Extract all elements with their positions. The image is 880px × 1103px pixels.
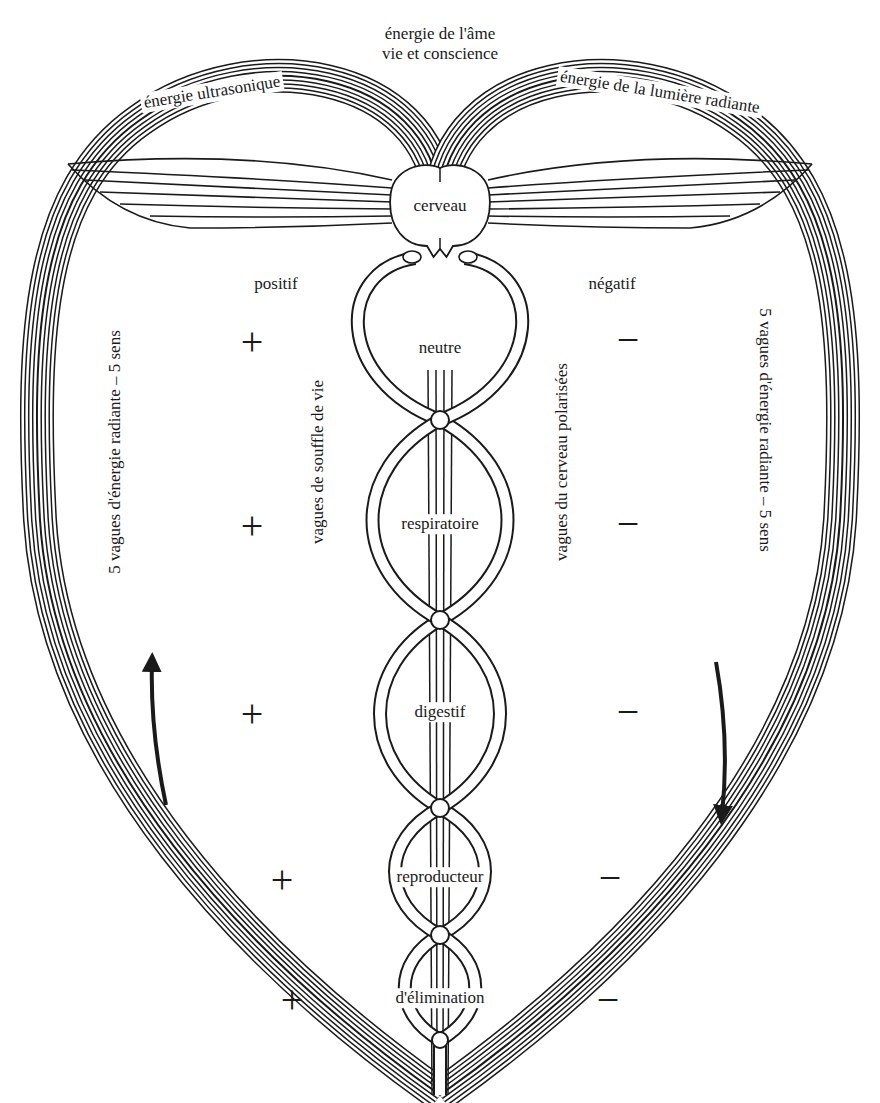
- polarity-label: négatif: [588, 274, 635, 294]
- system-label: reproducteur: [394, 867, 487, 887]
- polarity-sign: −: [617, 320, 640, 360]
- polarity-label: positif: [254, 274, 297, 294]
- radiant-wave-label: 5 vagues d'énergie radiante – 5 sens: [755, 308, 775, 552]
- polarity-sign: −: [617, 504, 640, 544]
- flow-arrow: [152, 662, 725, 815]
- radiant-wave-label: 5 vagues d'énergie radiante – 5 sens: [105, 330, 125, 574]
- polarity-sign: +: [241, 506, 264, 546]
- organ-name: cerveau: [386, 196, 494, 216]
- wave-label: vagues du cerveau polarisées: [552, 363, 572, 561]
- system-label: digestif: [412, 702, 469, 722]
- system-label: respiratoire: [398, 514, 481, 534]
- central-channel: [428, 370, 452, 1095]
- serpent: [358, 251, 522, 1095]
- polarity-sign: +: [241, 694, 264, 734]
- polarity-sign: −: [599, 858, 622, 898]
- wave-label: vagues de souffle de vie: [308, 380, 328, 544]
- polarity-sign: −: [597, 980, 620, 1020]
- system-label: neutre: [416, 338, 464, 358]
- brain-shape: cerveau: [386, 160, 494, 260]
- polarity-sign: +: [241, 322, 264, 362]
- soul-energy-label: énergie de l'âme vie et conscience: [376, 24, 504, 63]
- polarity-sign: −: [617, 692, 640, 732]
- polarity-sign: +: [271, 860, 294, 900]
- knot: [431, 411, 449, 1048]
- polarity-sign: +: [281, 980, 304, 1020]
- system-label: d'élimination: [393, 988, 488, 1008]
- radiant-band: [37, 76, 843, 1095]
